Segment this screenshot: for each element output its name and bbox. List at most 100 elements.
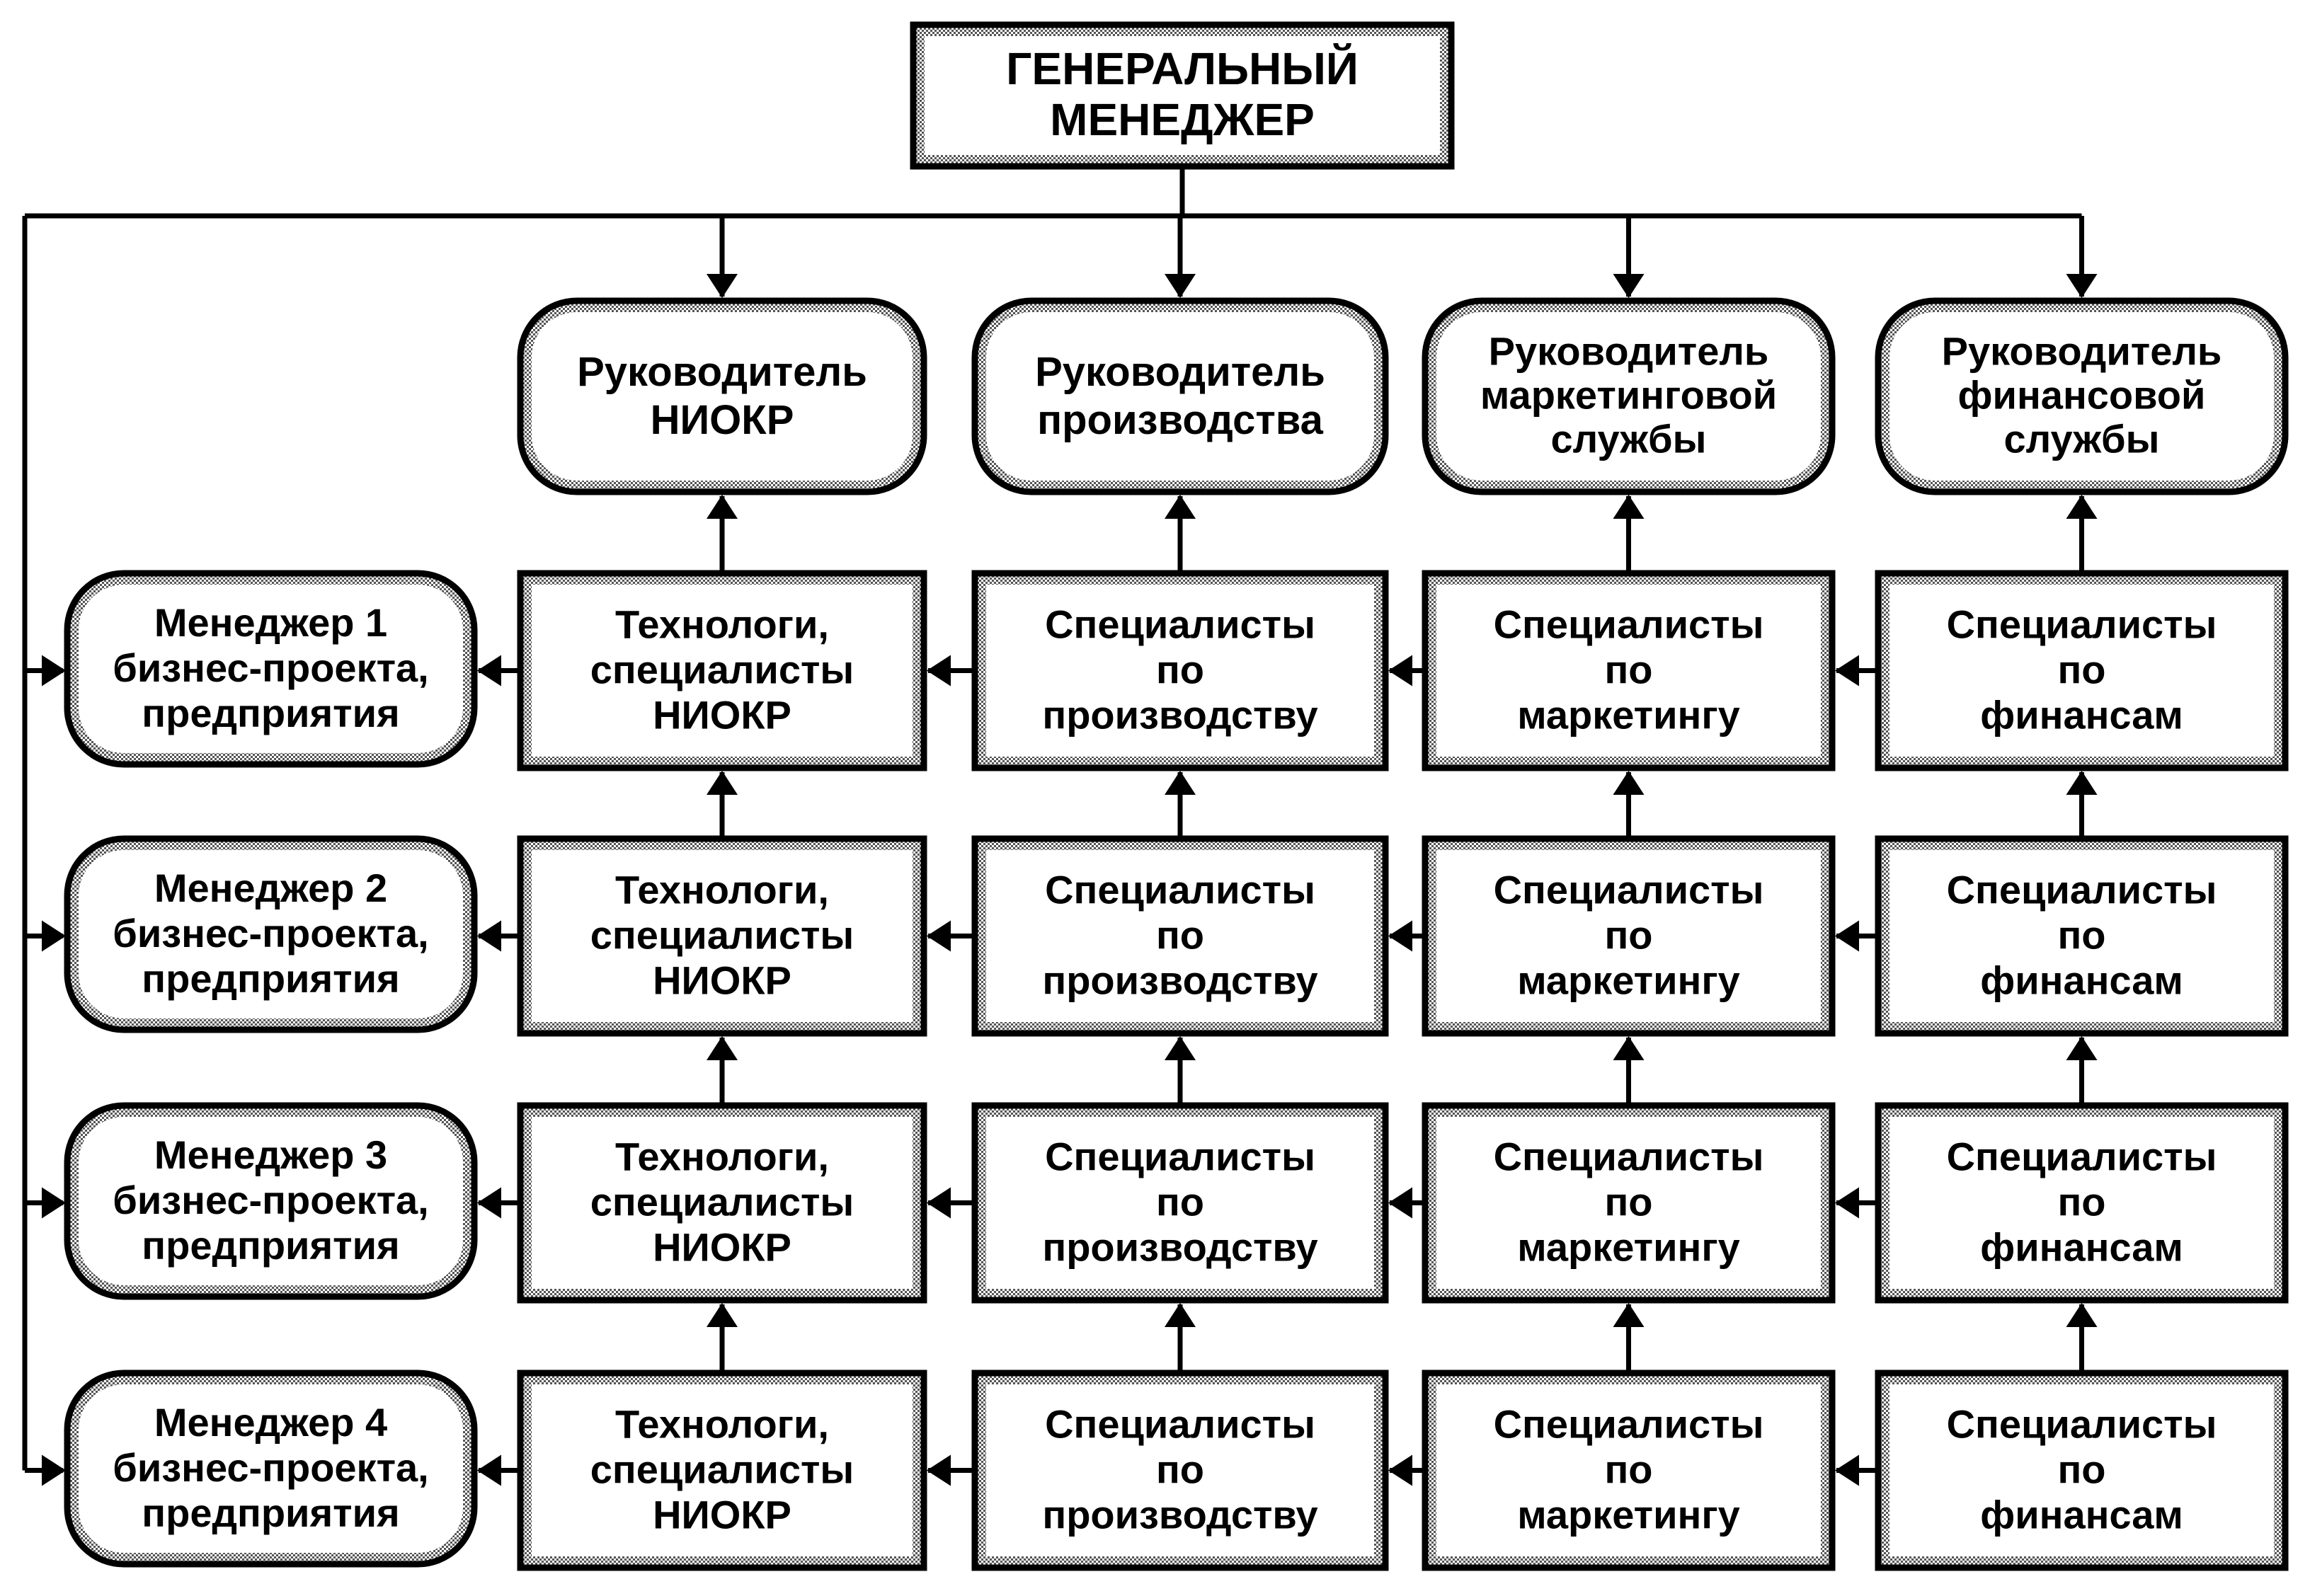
- vertical-arrow-r1-c4: [2066, 495, 2098, 519]
- specialist-box-r3-c3-label-line: по: [1604, 1179, 1652, 1224]
- horizontal-arrow-r3-c4: [1835, 1187, 1859, 1219]
- specialist-box-r1-c3-label-line: маркетингу: [1517, 692, 1740, 737]
- vertical-arrow-r2-c1: [707, 771, 738, 795]
- vertical-arrow-r4-c1: [707, 1303, 738, 1327]
- specialist-box-r1-c3-label-line: по: [1604, 647, 1652, 691]
- specialist-box-r1-c2-label-line: производству: [1042, 692, 1317, 737]
- specialist-box-r3-c1-label-line: НИОКР: [653, 1224, 791, 1269]
- vertical-arrow-r4-c2: [1165, 1303, 1196, 1327]
- vertical-arrow-r3-c4: [2066, 1036, 2098, 1060]
- horizontal-arrow-r4-c1: [477, 1454, 501, 1486]
- head-box-2-label-line: производства: [1037, 397, 1324, 443]
- specialist-box-r3-c4-label-line: Специалисты: [1947, 1134, 2217, 1178]
- horizontal-arrow-r4-c2: [927, 1454, 951, 1486]
- horizontal-arrow-r3-c2: [927, 1187, 951, 1219]
- head-box-4-label-line: Руководитель: [1942, 328, 2222, 373]
- horizontal-arrow-r1-c2: [927, 655, 951, 687]
- manager-box-4-label-line: предприятия: [142, 1491, 399, 1535]
- head-arrow-3: [1613, 274, 1645, 298]
- specialist-box-r2-c3-label-line: по: [1604, 912, 1652, 957]
- specialist-box-r4-c4-label-line: Специалисты: [1947, 1401, 2217, 1446]
- manager-box-4-label-line: Менеджер 4: [154, 1400, 387, 1445]
- general-manager-box-label-line: ГЕНЕРАЛЬНЫЙ: [1006, 42, 1359, 94]
- specialist-box-r4-c3-label-line: Специалисты: [1494, 1401, 1764, 1446]
- specialist-box-r4-c1-label-line: НИОКР: [653, 1492, 791, 1537]
- manager-box-2-label-line: Менеджер 2: [154, 866, 387, 910]
- manager-box-3-label-line: бизнес-проекта,: [113, 1178, 428, 1222]
- specialist-box-r2-c2-label-line: Специалисты: [1045, 867, 1315, 912]
- vertical-arrow-r4-c4: [2066, 1303, 2098, 1327]
- specialist-box-r1-c4-label-line: по: [2057, 647, 2105, 691]
- specialist-box-r4-c2-label-line: производству: [1042, 1492, 1317, 1537]
- horizontal-arrow-r3-c1: [477, 1187, 501, 1219]
- head-arrow-1: [707, 274, 738, 298]
- specialist-box-r2-c4-label-line: финансам: [1980, 958, 2183, 1002]
- specialist-box-r2-c2-label-line: по: [1156, 912, 1204, 957]
- horizontal-arrow-r1-c4: [1835, 655, 1859, 687]
- nodes: ГЕНЕРАЛЬНЫЙМЕНЕДЖЕРРуководительНИОКРРуко…: [64, 21, 2289, 1571]
- specialist-box-r1-c4-label-line: финансам: [1980, 692, 2183, 737]
- specialist-box-r1-c3-label-line: Специалисты: [1494, 602, 1764, 646]
- specialist-box-r3-c1-label-line: специалисты: [590, 1179, 854, 1224]
- specialist-box-r1-c2-label-line: по: [1156, 647, 1204, 691]
- specialist-box-r2-c1-label-line: Технологи,: [615, 867, 829, 912]
- manager-box-3-label-line: Менеджер 3: [154, 1132, 387, 1177]
- specialist-box-r2-c3-label-line: Специалисты: [1494, 867, 1764, 912]
- specialist-box-r2-c4-label-line: Специалисты: [1947, 867, 2217, 912]
- general-manager-box-label-line: МЕНЕДЖЕР: [1050, 94, 1315, 145]
- specialist-box-r2-c3-label-line: маркетингу: [1517, 958, 1740, 1002]
- specialist-box-r3-c3-label-line: Специалисты: [1494, 1134, 1764, 1178]
- specialist-box-r3-c2-label-line: Специалисты: [1045, 1134, 1315, 1178]
- vertical-arrow-r1-c1: [707, 495, 738, 519]
- horizontal-arrow-r1-c3: [1388, 655, 1412, 687]
- vertical-arrow-r1-c2: [1165, 495, 1196, 519]
- connectors: [22, 166, 2098, 1486]
- trunk-arrow-3: [42, 1187, 66, 1219]
- manager-box-2-label-line: бизнес-проекта,: [113, 911, 428, 955]
- horizontal-arrow-r2-c4: [1835, 920, 1859, 952]
- vertical-arrow-r2-c3: [1613, 771, 1645, 795]
- trunk-arrow-2: [42, 920, 66, 952]
- specialist-box-r4-c3-label-line: маркетингу: [1517, 1492, 1740, 1537]
- head-box-3-label-line: службы: [1551, 416, 1707, 461]
- vertical-arrow-r2-c2: [1165, 771, 1196, 795]
- horizontal-arrow-r4-c4: [1835, 1454, 1859, 1486]
- manager-box-4-label-line: бизнес-проекта,: [113, 1445, 428, 1490]
- specialist-box-r4-c1-label-line: специалисты: [590, 1447, 854, 1491]
- horizontal-arrow-r1-c1: [477, 655, 501, 687]
- trunk-arrow-4: [42, 1454, 66, 1486]
- vertical-arrow-r3-c3: [1613, 1036, 1645, 1060]
- head-box-4-label-line: службы: [2004, 416, 2160, 461]
- vertical-arrow-r4-c3: [1613, 1303, 1645, 1327]
- horizontal-arrow-r2-c1: [477, 920, 501, 952]
- manager-box-1-label-line: предприятия: [142, 691, 399, 735]
- specialist-box-r1-c1-label-line: НИОКР: [653, 692, 791, 737]
- manager-box-2-label-line: предприятия: [142, 956, 399, 1001]
- specialist-box-r3-c4-label-line: по: [2057, 1179, 2105, 1224]
- vertical-arrow-r3-c2: [1165, 1036, 1196, 1060]
- specialist-box-r1-c1-label-line: Технологи,: [615, 602, 829, 646]
- manager-box-1-label-line: Менеджер 1: [154, 600, 387, 645]
- horizontal-arrow-r2-c3: [1388, 920, 1412, 952]
- specialist-box-r3-c2-label-line: производству: [1042, 1224, 1317, 1269]
